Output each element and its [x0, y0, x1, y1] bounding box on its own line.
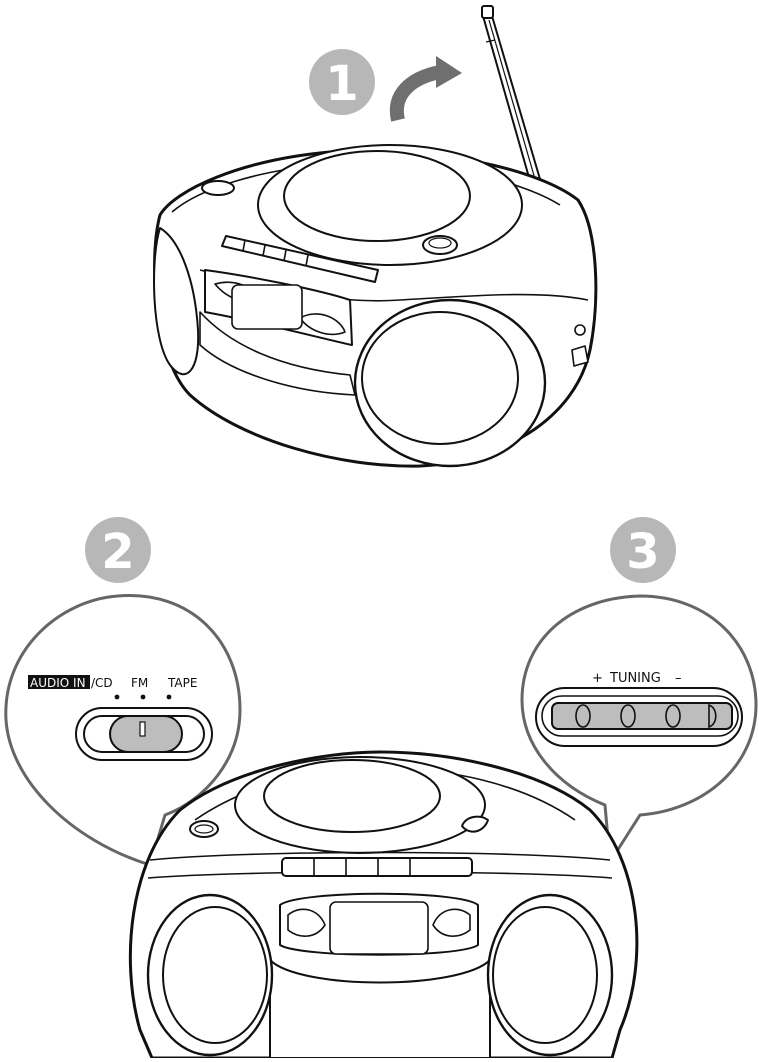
source-selector-switch[interactable]: [76, 708, 212, 760]
tuning-dial[interactable]: [536, 688, 742, 746]
tuning-minus-label: –: [675, 671, 682, 686]
step-3-badge: 3: [610, 517, 676, 583]
label-audio-in: AUDIO IN: [30, 676, 86, 690]
step-3-number: 3: [626, 524, 659, 580]
label-fm: FM: [131, 676, 148, 690]
label-cd: /CD: [91, 676, 113, 690]
boombox-perspective: [154, 145, 596, 466]
step-2-badge: 2: [85, 517, 151, 583]
tuning-plus-label: +: [592, 671, 603, 686]
antenna: [482, 6, 542, 188]
boombox-front: [130, 752, 637, 1058]
source-switch-knob[interactable]: [110, 716, 182, 752]
extend-antenna-arrow-icon: [397, 56, 462, 120]
step-1-badge: 1: [309, 49, 375, 115]
label-tape: TAPE: [167, 676, 197, 690]
tuning-title: TUNING: [609, 671, 661, 686]
step-1-number: 1: [325, 56, 358, 112]
step-2-number: 2: [101, 524, 134, 580]
